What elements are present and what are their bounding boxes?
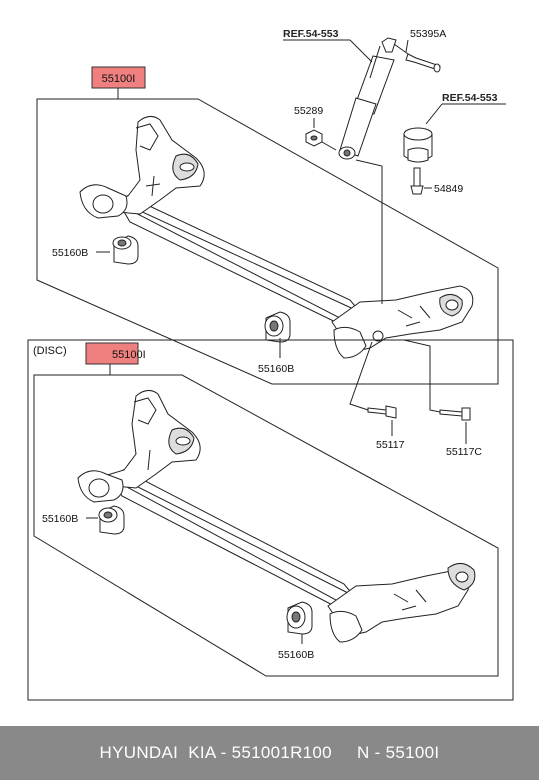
bolt-top[interactable] <box>405 53 441 73</box>
upper-label-bushing-front: 55160B <box>52 247 88 259</box>
label-bolt-pin: 55117C <box>446 446 482 458</box>
lower-partno: 55100I <box>112 349 146 361</box>
footer-part-number: HYUNDAI KIA - 551001R100 N - 55100I <box>0 726 539 780</box>
lower-label-bushing-front: 55160B <box>42 513 78 525</box>
label-nut: 55289 <box>294 105 323 117</box>
upper-assembly: 55100I <box>36 28 506 458</box>
lower-assembly: (DISC) 55100I <box>27 339 514 701</box>
lower-bushing-rear[interactable] <box>286 601 313 635</box>
label-bolt-mount: 54849 <box>434 183 463 195</box>
parts-diagram: 55100I <box>27 28 514 701</box>
label-bolt-top: 55395A <box>410 28 446 40</box>
nut[interactable] <box>305 129 323 147</box>
lower-label-bushing-rear: 55160B <box>278 649 314 661</box>
upper-label-bushing-rear: 55160B <box>258 363 294 375</box>
spring-mount[interactable] <box>403 127 433 163</box>
label-bolt-bottom: 55117 <box>376 439 405 451</box>
label-ref-mount: REF.54-553 <box>442 92 498 104</box>
lower-variant-label: (DISC) <box>33 345 67 357</box>
upper-partno: 55100I <box>102 73 136 85</box>
upper-frame <box>36 98 499 385</box>
lower-outer-frame <box>27 339 514 701</box>
upper-bushing-rear[interactable] <box>264 311 291 343</box>
bolt-bottom[interactable] <box>367 405 397 419</box>
upper-axle-beam <box>79 116 474 359</box>
label-ref-shock: REF.54-553 <box>283 28 339 40</box>
shock-absorber[interactable] <box>338 37 397 160</box>
lower-axle-beam <box>77 390 476 643</box>
lower-partno-box[interactable] <box>85 342 139 365</box>
bolt-pin[interactable] <box>439 407 471 421</box>
bolt-mount[interactable] <box>410 167 424 195</box>
lower-bushing-front[interactable] <box>98 505 125 535</box>
lower-inner-frame <box>33 374 499 677</box>
upper-bushing-front[interactable] <box>112 235 139 265</box>
